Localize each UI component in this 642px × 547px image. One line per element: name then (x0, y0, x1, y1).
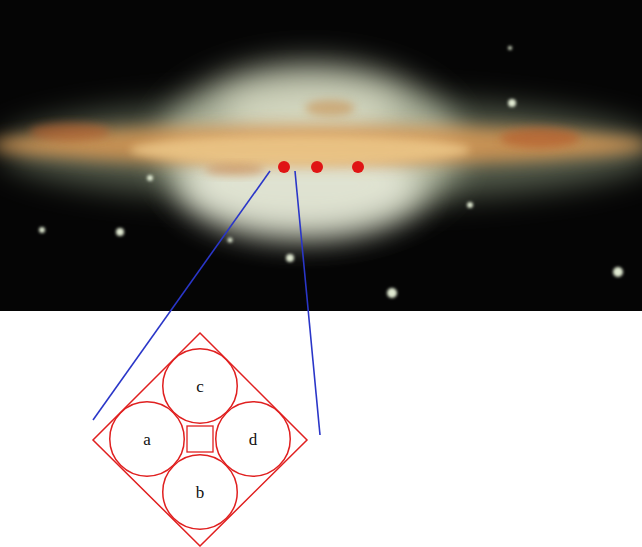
diamond-frame (93, 333, 307, 546)
galaxy (0, 63, 642, 235)
zone-letter: b (196, 484, 205, 501)
zone-circle: b (162, 454, 238, 530)
zone-letter: d (249, 431, 258, 448)
zoom-lines (93, 171, 320, 435)
zone-letter: a (143, 431, 151, 448)
red-dots (278, 161, 364, 173)
zone-letter: c (196, 378, 204, 395)
center-square (187, 426, 213, 452)
stars (39, 46, 623, 298)
